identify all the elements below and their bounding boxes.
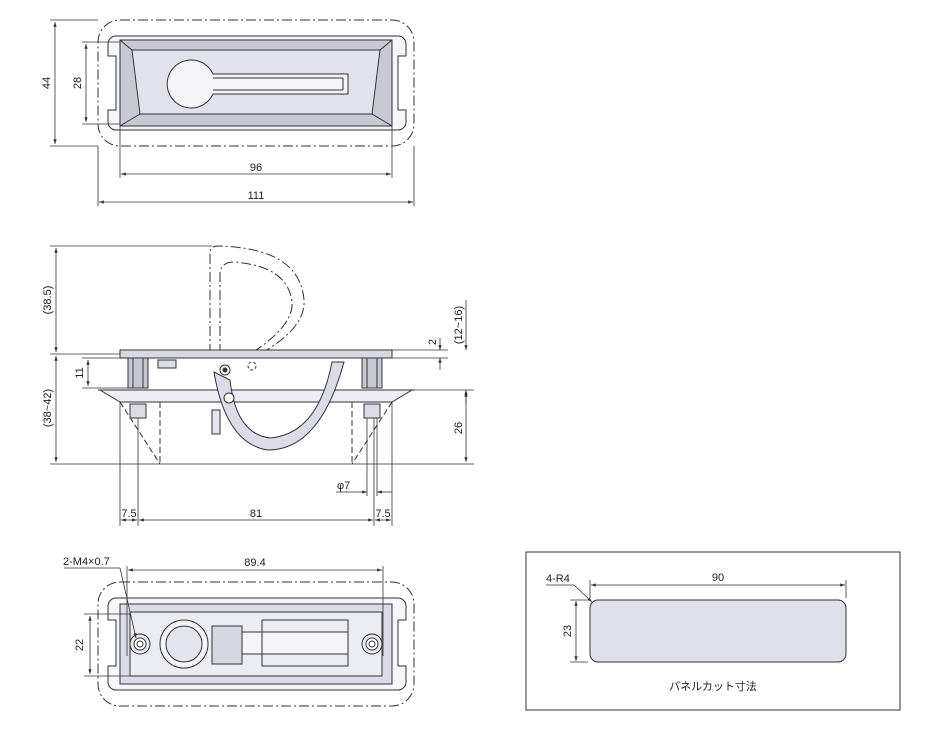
panel-width: 90 <box>712 572 724 584</box>
dim-outer-height: 44 <box>41 77 53 89</box>
panel-cut-title: パネルカット寸法 <box>669 679 757 693</box>
dim-edge-left: 7.5 <box>121 508 136 520</box>
dim-pitch: 81 <box>250 508 262 520</box>
panel-cut-frame <box>525 551 901 711</box>
dim-inner-height: 28 <box>72 77 84 89</box>
side-body <box>98 389 414 403</box>
side-handle <box>213 361 345 451</box>
dim-hole-pitch: 89.4 <box>244 557 265 569</box>
top-handle <box>166 59 349 109</box>
panel-radius: 4-R4 <box>546 573 570 585</box>
dim-thickness: (12~16) <box>453 306 465 344</box>
dim-flange: 2 <box>427 339 439 345</box>
bottom-outer-outline <box>97 581 415 707</box>
bottom-view <box>97 581 415 707</box>
side-handle-phantom <box>209 245 305 355</box>
top-view-dims <box>50 19 415 206</box>
panel-cut-box <box>525 551 901 711</box>
side-boss-right <box>361 357 383 389</box>
dim-hole-dia: φ7 <box>337 480 350 492</box>
dim-inner-width: 96 <box>250 162 262 174</box>
top-outer-outline <box>97 19 415 147</box>
side-view <box>98 245 414 465</box>
dim-bottom-width: 22 <box>74 639 86 651</box>
panel-cut-shape <box>589 599 847 663</box>
side-boss-left <box>127 357 149 389</box>
dim-edge-right: 7.5 <box>375 508 390 520</box>
dim-handle-height: (38.5) <box>42 286 54 315</box>
dim-total-height: (38~42) <box>42 389 54 427</box>
dim-thread: 2-M4×0.7 <box>63 556 110 568</box>
dim-outer-width: 111 <box>248 190 265 202</box>
bottom-view-dims <box>64 566 384 677</box>
side-view-dims <box>50 245 474 526</box>
side-flange <box>119 349 393 359</box>
dim-boss-height: 11 <box>74 367 86 378</box>
dim-depth: 26 <box>453 422 465 434</box>
panel-height: 23 <box>562 625 574 637</box>
top-view <box>97 19 415 147</box>
